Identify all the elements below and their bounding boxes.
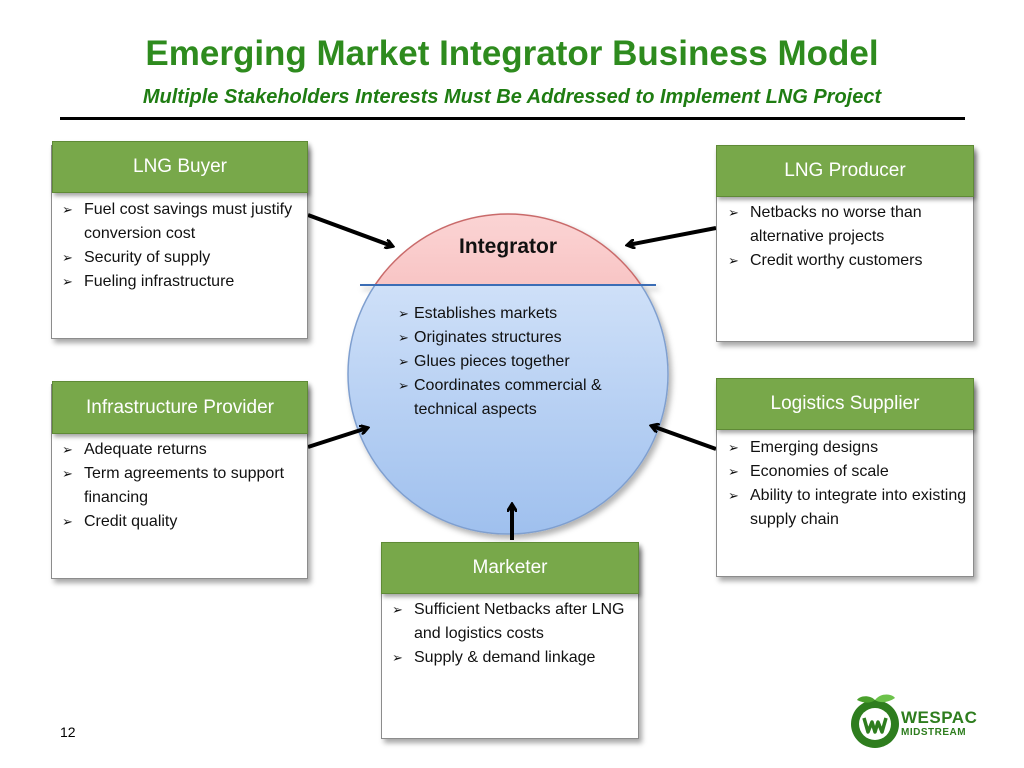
wespac-logo: WESPAC MIDSTREAM <box>845 690 985 750</box>
list-item: Establishes markets <box>398 302 628 326</box>
lng-buyer-bullets: Fuel cost savings must justify conversio… <box>58 198 298 294</box>
list-item: Ability to integrate into existing suppl… <box>724 484 969 532</box>
lng-buyer-header: LNG Buyer <box>52 141 308 193</box>
marketer-bullets: Sufficient Netbacks after LNG and logist… <box>388 598 633 670</box>
list-item: Sufficient Netbacks after LNG and logist… <box>388 598 633 646</box>
arrow-producer-to-integrator <box>628 226 717 245</box>
logistics-supplier-header: Logistics Supplier <box>716 378 974 430</box>
list-item: Economies of scale <box>724 460 969 484</box>
list-item: Supply & demand linkage <box>388 646 633 670</box>
list-item: Security of supply <box>58 246 298 270</box>
list-item: Adequate returns <box>58 438 298 462</box>
title-divider <box>60 117 965 120</box>
wespac-emblem-icon <box>851 694 899 748</box>
logo-line2: MIDSTREAM <box>901 727 967 738</box>
list-item: Fueling infrastructure <box>58 270 298 294</box>
integrator-label: Integrator <box>458 235 557 258</box>
list-item: Coordinates commercial & technical aspec… <box>398 374 628 422</box>
list-item: Credit quality <box>58 510 298 534</box>
list-item: Credit worthy customers <box>724 249 969 273</box>
page-number: 12 <box>60 724 76 740</box>
infrastructure-provider-header: Infrastructure Provider <box>52 381 308 434</box>
slide-title: Emerging Market Integrator Business Mode… <box>145 34 879 73</box>
logo-line1: WESPAC <box>901 708 978 727</box>
lng-producer-bullets: Netbacks no worse than alternative proje… <box>724 201 969 273</box>
arrow-infrastructure-to-integrator <box>307 428 367 449</box>
list-item: Emerging designs <box>724 436 969 460</box>
list-item: Netbacks no worse than alternative proje… <box>724 201 969 249</box>
list-item: Glues pieces together <box>398 350 628 374</box>
arrow-logistics-to-integrator <box>652 426 717 451</box>
logistics-supplier-bullets: Emerging designs Economies of scale Abil… <box>724 436 969 532</box>
infrastructure-provider-bullets: Adequate returns Term agreements to supp… <box>58 438 298 534</box>
list-item: Term agreements to support financing <box>58 462 298 510</box>
list-item: Fuel cost savings must justify conversio… <box>58 198 298 246</box>
integrator-bullets: Establishes markets Originates structure… <box>398 302 628 422</box>
arrow-buyer-to-integrator <box>307 213 392 246</box>
marketer-header: Marketer <box>381 542 639 594</box>
slide-subtitle: Multiple Stakeholders Interests Must Be … <box>142 86 882 108</box>
list-item: Originates structures <box>398 326 628 350</box>
lng-producer-header: LNG Producer <box>716 145 974 197</box>
